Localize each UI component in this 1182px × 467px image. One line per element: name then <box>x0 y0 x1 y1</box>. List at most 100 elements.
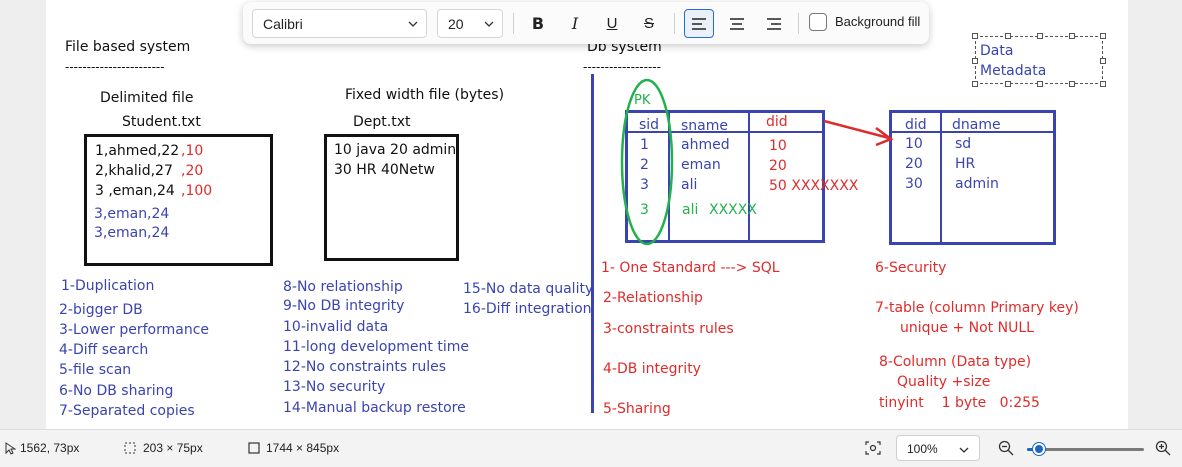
resize-handle[interactable] <box>1069 81 1075 87</box>
dept-table-cell: 30 <box>905 176 923 192</box>
dept-file-box <box>324 134 459 261</box>
italic-icon: I <box>571 14 579 33</box>
table-border <box>889 242 1056 245</box>
resize-handle[interactable] <box>972 81 978 87</box>
benefit-item: 1- One Standard ---> SQL <box>601 260 780 276</box>
dept-row-2: 30 HR 40Netw <box>334 162 435 178</box>
drawing-canvas[interactable] <box>46 0 1128 429</box>
table-header-line <box>625 131 825 133</box>
italic-button[interactable]: I <box>560 9 590 38</box>
resize-handle[interactable] <box>1100 58 1106 64</box>
db-system-underline: ------------------ <box>583 60 661 74</box>
align-center-button[interactable] <box>722 9 752 38</box>
invalid-row-cell: XXXXX <box>709 202 757 218</box>
student-row-2: 2,khalid,27 <box>95 163 173 179</box>
table-border <box>889 110 1056 113</box>
file-based-title: File based system <box>65 39 191 55</box>
selection-icon <box>124 442 136 454</box>
duplicate-row-1: 3,eman,24 <box>94 206 170 222</box>
section-divider <box>591 74 594 413</box>
fit-to-window-icon[interactable] <box>865 441 881 455</box>
zoom-slider-thumb[interactable] <box>1032 443 1045 455</box>
benefit-item: 3-constraints rules <box>603 321 734 337</box>
font-family-dropdown[interactable]: Calibri <box>252 9 427 38</box>
text-format-toolbar: Calibri 20 B I U S Background fill <box>243 2 929 44</box>
toolbar-separator <box>674 13 675 34</box>
font-family-value: Calibri <box>263 16 303 32</box>
resize-handle[interactable] <box>972 33 978 39</box>
underline-button[interactable]: U <box>597 9 627 38</box>
issue-item: 7-Separated copies <box>59 403 195 419</box>
textbox-line-2[interactable]: Metadata <box>980 63 1047 79</box>
student-table-cell: ali <box>681 177 698 193</box>
issue-item: 1-Duplication <box>61 278 155 294</box>
zoom-in-icon[interactable] <box>1155 440 1171 456</box>
align-left-button[interactable] <box>684 9 714 38</box>
textbox-line-1[interactable]: Data <box>980 43 1014 59</box>
issue-item: 9-No DB integrity <box>283 298 405 314</box>
benefit-item: 4-DB integrity <box>603 361 701 377</box>
benefit-column-type: 8-Column (Data type) <box>879 354 1032 370</box>
align-right-button[interactable] <box>759 9 789 38</box>
resize-handle[interactable] <box>1069 33 1075 39</box>
issue-item: 4-Diff search <box>59 342 149 358</box>
student-row-1: 1,ahmed,22 <box>95 143 180 159</box>
bold-icon: B <box>531 14 545 33</box>
student-row-3: 3 ,eman,24 <box>95 183 175 199</box>
dept-table-cell: 20 <box>905 156 923 172</box>
resize-handle[interactable] <box>1005 33 1011 39</box>
font-size-dropdown[interactable]: 20 <box>437 9 503 38</box>
student-file-name: Student.txt <box>122 114 201 130</box>
font-size-value: 20 <box>448 16 464 32</box>
issue-item: 6-No DB sharing <box>59 383 174 399</box>
align-right-icon <box>767 17 781 30</box>
zoom-out-icon[interactable] <box>998 440 1014 456</box>
selected-text-box[interactable]: Data Metadata <box>972 33 1106 87</box>
student-table-cell: 2 <box>640 157 649 173</box>
benefit-quality-size: Quality +size <box>897 374 991 390</box>
resize-handle[interactable] <box>1100 81 1106 87</box>
issue-item: 8-No relationship <box>283 279 403 295</box>
canvas-size: 1744 × 845px <box>266 441 340 455</box>
dept-file-name: Dept.txt <box>353 114 411 130</box>
bold-button[interactable]: B <box>523 9 553 38</box>
resize-handle[interactable] <box>1100 33 1106 39</box>
student-table-cell: 20 <box>769 158 787 174</box>
benefit-item: 5-Sharing <box>603 401 671 417</box>
background-fill-checkbox[interactable] <box>809 13 827 31</box>
zoom-slider[interactable] <box>1027 443 1144 455</box>
chevron-down-icon <box>408 21 418 27</box>
benefit-table-pk: 7-table (column Primary key) <box>875 300 1079 316</box>
benefit-security: 6-Security <box>875 260 947 276</box>
file-based-underline: ----------------------- <box>65 60 165 74</box>
status-bar: 1562, 73px 203 × 75px 1744 × 845px 100% <box>0 429 1182 467</box>
align-center-icon <box>730 17 744 30</box>
student-file-box <box>84 134 273 266</box>
student-table-header-did: did <box>766 114 788 130</box>
toolbar-separator <box>513 13 514 34</box>
table-column-line <box>940 110 942 245</box>
dept-table-cell: HR <box>955 156 976 172</box>
invalid-row-cell: ali <box>682 202 699 218</box>
student-row-3-extra: ,100 <box>181 183 213 199</box>
dept-table-cell: admin <box>955 176 999 192</box>
cursor-icon <box>5 442 16 455</box>
table-column-line <box>668 110 670 243</box>
zoom-value: 100% <box>907 442 938 456</box>
resize-handle[interactable] <box>1037 81 1043 87</box>
issue-item: 5-file scan <box>59 362 132 378</box>
background-fill-label[interactable]: Background fill <box>835 14 921 29</box>
resize-handle[interactable] <box>1037 33 1043 39</box>
issue-item: 12-No constraints rules <box>283 359 447 375</box>
strikethrough-button[interactable]: S <box>634 9 664 38</box>
issue-item: 11-long development time <box>283 339 469 355</box>
resize-handle[interactable] <box>972 58 978 64</box>
resize-handle[interactable] <box>1005 81 1011 87</box>
table-border <box>889 110 892 245</box>
student-table-header-sname: sname <box>681 118 728 134</box>
student-table-cell: ahmed <box>681 137 730 153</box>
benefit-unique-not-null: unique + Not NULL <box>900 320 1034 336</box>
zoom-dropdown[interactable]: 100% <box>896 435 980 461</box>
table-border <box>1053 110 1056 245</box>
student-table-cell: 3 <box>640 177 649 193</box>
